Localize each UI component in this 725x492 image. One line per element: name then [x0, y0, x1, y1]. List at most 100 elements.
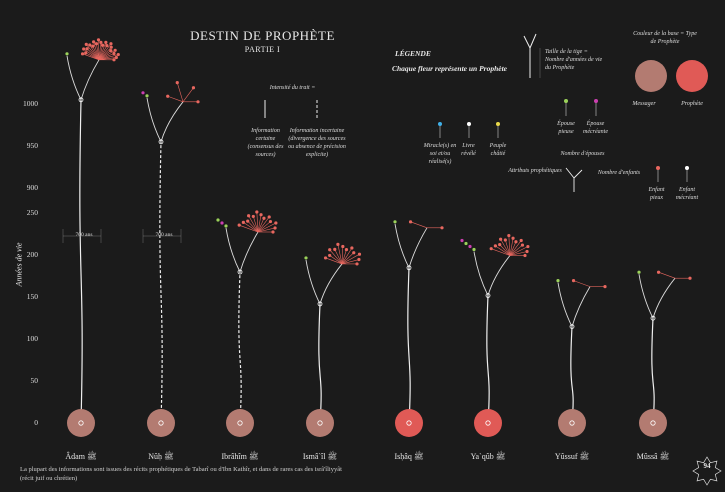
child-stem-p5 — [491, 248, 511, 256]
child-stem-p0 — [93, 41, 100, 60]
child-stem-p0 — [98, 45, 108, 60]
child-dot-p0 — [91, 44, 95, 48]
child-stem-p7 — [658, 271, 676, 279]
prophet-name: Mûssâ ﷺ — [636, 452, 670, 461]
child-dot-p0 — [84, 42, 88, 46]
child-dot-p5 — [507, 233, 511, 238]
child-dot-p2 — [241, 220, 245, 224]
child-dot-p0 — [104, 40, 108, 44]
legend-subtitle: Chaque fleur représente un Prophète — [392, 64, 508, 73]
child-stem-p5 — [509, 246, 529, 256]
prophet-name: Ya`qûb ﷺ — [470, 452, 506, 461]
stem-p6 — [570, 326, 574, 424]
stem-p5 — [486, 295, 490, 424]
child-stem-p0 — [86, 44, 100, 60]
spouse-dot-p6 — [556, 279, 560, 283]
child-dot-p2 — [237, 223, 241, 227]
child-dot-p7 — [656, 270, 661, 274]
child-stem-p0 — [86, 48, 100, 61]
child-dot-p1 — [175, 81, 179, 85]
legend-spouse-miscreant: Épouse mécréante — [583, 121, 608, 135]
branch-left-p3 — [305, 259, 321, 305]
child-stem-p5 — [509, 244, 523, 256]
child-dot-p2 — [274, 221, 278, 225]
child-dot-p4 — [440, 226, 444, 230]
branch-p0 — [80, 59, 100, 100]
axis-break-label-2: 700 ans — [155, 232, 173, 238]
legend-child-pious: Enfant pieux — [648, 187, 665, 201]
spouse-dot-p5 — [472, 247, 476, 252]
child-stem-p0 — [83, 48, 100, 61]
child-stem-p0 — [92, 46, 100, 60]
base-circle-p6 — [558, 409, 586, 437]
branch-left-p4 — [394, 223, 410, 269]
branch-p1 — [160, 101, 184, 142]
prophet-name: Isḥâq ﷺ — [394, 452, 424, 461]
child-dot-p2 — [246, 219, 250, 223]
child-stem-p2 — [256, 212, 259, 233]
base-core-p3 — [317, 420, 323, 426]
legend-child-pin-1 — [685, 166, 689, 170]
junction-p0 — [78, 97, 84, 103]
child-stem-p5 — [500, 239, 511, 256]
junction-p3 — [317, 301, 323, 307]
base-core-p6 — [569, 420, 575, 426]
child-stem-p5 — [509, 241, 517, 256]
spouse-dot-p1 — [145, 94, 149, 98]
child-dot-p3 — [357, 257, 361, 262]
legend-child-pin-0 — [656, 166, 660, 170]
child-dot-p0 — [82, 47, 86, 51]
child-stem-p0 — [98, 57, 117, 61]
child-stem-p3 — [341, 253, 360, 265]
child-dot-p1 — [191, 86, 196, 90]
child-dot-p5 — [489, 247, 493, 251]
spouse-dot-p5 — [468, 244, 472, 249]
legend-prophete: Prophète — [681, 101, 703, 107]
base-circle-p4 — [395, 409, 423, 437]
child-dot-p0 — [116, 52, 120, 57]
child-dot-p0 — [112, 51, 116, 56]
stem-p2 — [238, 271, 242, 424]
child-stem-p3 — [341, 249, 347, 265]
prophet-name: Âdam ﷺ — [65, 452, 97, 461]
child-stem-p3 — [337, 244, 343, 264]
branch-left-p1 — [146, 97, 162, 143]
legend-pin-0 — [438, 122, 442, 126]
base-circle-p3 — [306, 409, 334, 437]
stem-p4 — [407, 267, 411, 424]
child-stem-p5 — [495, 245, 511, 256]
junction-p5 — [485, 293, 491, 298]
legend-spouse-pin-1 — [594, 99, 598, 103]
child-stem-p2 — [247, 220, 259, 233]
child-dot-p4 — [408, 220, 413, 224]
child-stem-p5 — [505, 239, 511, 256]
child-dot-p0 — [114, 55, 118, 60]
child-dot-p3 — [328, 253, 332, 258]
legend-title: LÉGENDE — [395, 49, 431, 58]
child-stem-p3 — [341, 259, 360, 265]
base-circle-p1 — [147, 409, 175, 437]
branch-left-p0 — [66, 55, 82, 101]
spouse-dot-p2 — [224, 224, 228, 228]
child-stem-p2 — [257, 222, 277, 233]
child-dot-p3 — [357, 252, 362, 256]
base-core-p2 — [237, 420, 243, 426]
child-dot-p0 — [109, 42, 113, 46]
child-stem-p0 — [96, 43, 100, 60]
junction-p2 — [237, 269, 243, 275]
base-core-p5 — [485, 420, 491, 426]
branch-p6 — [571, 286, 591, 327]
prophet-name: Nûḥ ﷺ — [148, 452, 174, 461]
base-circle-p0 — [67, 409, 95, 437]
y-tick-label: 50 — [30, 376, 39, 385]
branch-left-p7 — [638, 274, 654, 319]
child-dot-p0 — [109, 48, 113, 53]
stem-p0 — [79, 99, 83, 424]
child-stem-p1 — [167, 95, 184, 103]
branch-p3 — [319, 263, 343, 305]
spouse-dot-p7 — [637, 270, 641, 274]
child-dot-p3 — [323, 256, 328, 260]
legend-messager: Messager — [632, 101, 656, 107]
child-stem-p3 — [334, 249, 343, 265]
